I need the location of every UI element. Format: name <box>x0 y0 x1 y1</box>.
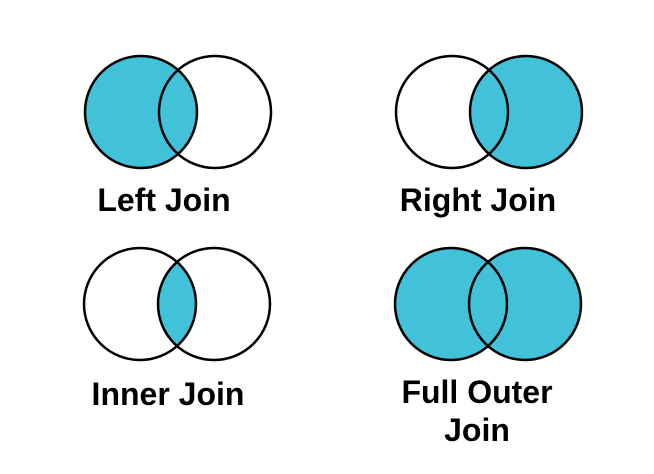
venn-diagram-full-outer-join <box>393 246 583 362</box>
right-circle-outline <box>468 54 584 170</box>
left-circle-outline <box>83 54 199 170</box>
right-circle-outline <box>156 246 272 362</box>
left-circle-outline <box>82 246 198 362</box>
right-circle-outline <box>467 246 583 362</box>
venn-diagram-right-join <box>394 54 584 170</box>
right-circle-outline <box>157 54 273 170</box>
join-label-right-join: Right Join <box>399 182 557 218</box>
intersection-fill <box>469 248 507 360</box>
venn-diagram-left-join <box>83 54 273 170</box>
intersection-fill <box>158 248 196 360</box>
join-label-full-outer-join: Full Outer Join <box>401 374 553 448</box>
left-circle-outline <box>393 246 509 362</box>
left-circle-outline <box>394 54 510 170</box>
join-label-inner-join: Inner Join <box>91 376 245 412</box>
venn-diagram-inner-join <box>82 246 272 362</box>
intersection-fill <box>470 56 508 168</box>
join-label-left-join: Left Join <box>97 182 231 218</box>
intersection-fill <box>159 56 197 168</box>
